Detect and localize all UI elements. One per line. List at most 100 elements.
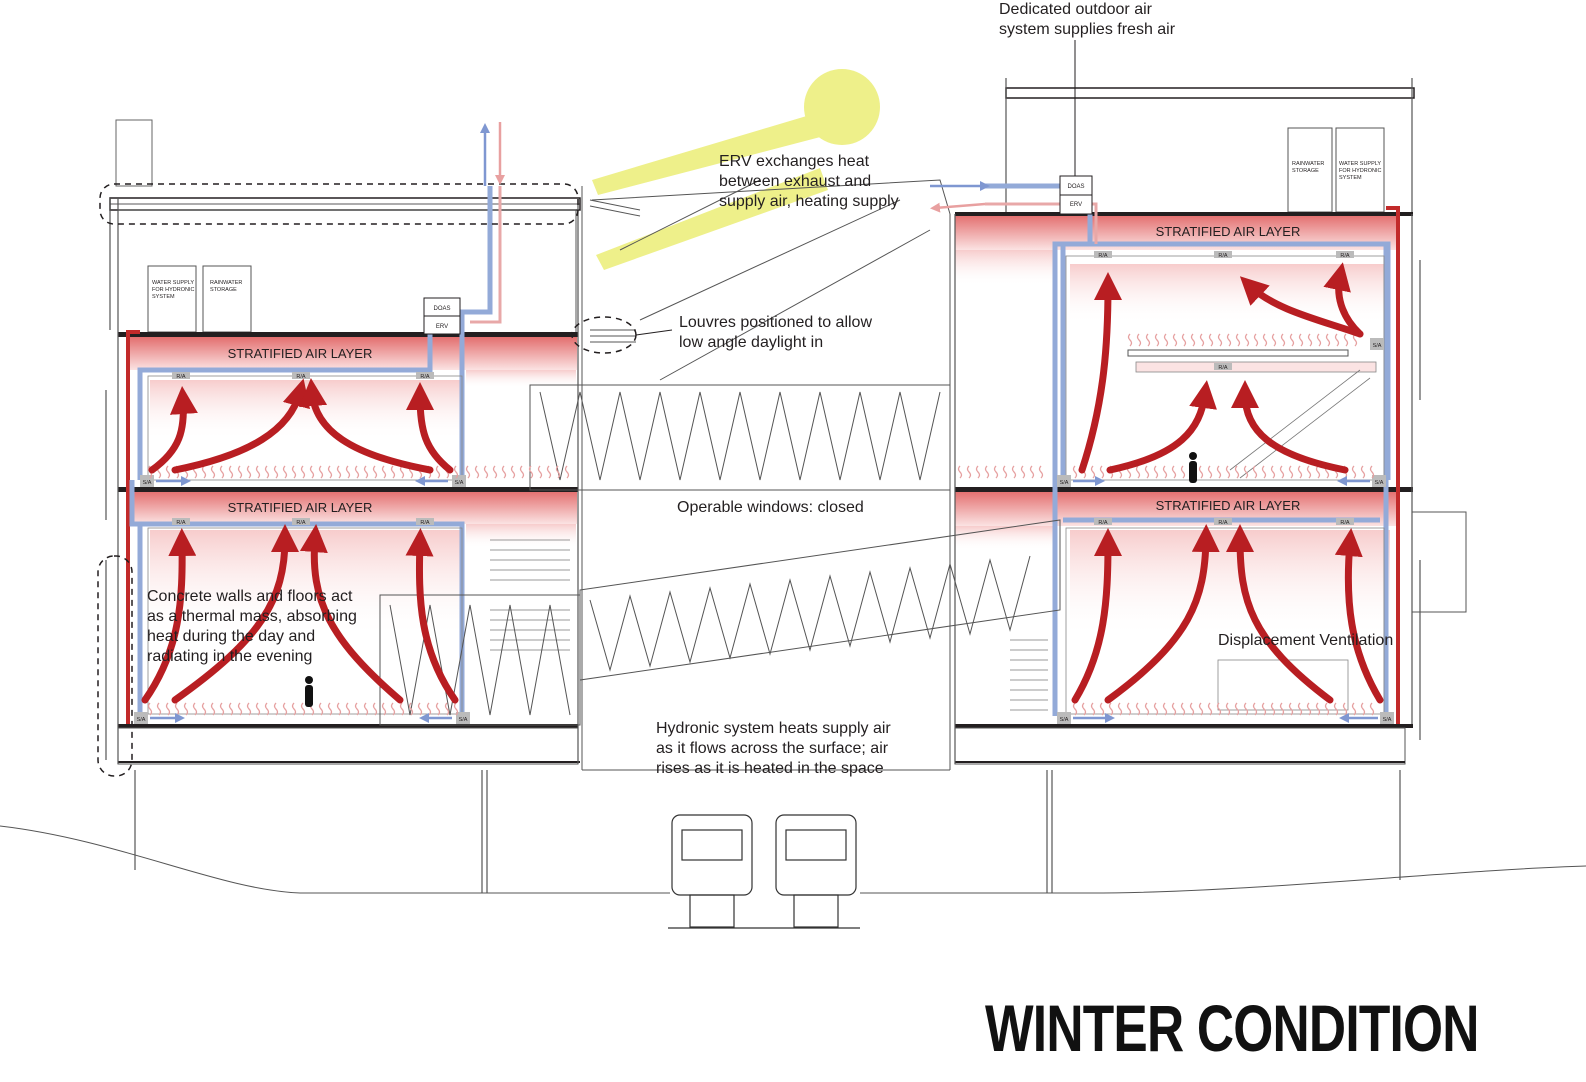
heat-wave [984, 465, 990, 479]
heat-wave [1360, 465, 1366, 479]
heat-wave [408, 702, 414, 716]
heat-wave [1360, 702, 1366, 716]
annotation-displacement: Displacement Ventilation [1218, 632, 1394, 649]
heat-wave [345, 465, 351, 479]
heat-wave [1298, 333, 1304, 347]
heat-wave [528, 465, 534, 479]
heat-wave [453, 702, 459, 716]
doas-box-label-left: DOAS [433, 306, 450, 312]
heat-wave [291, 465, 297, 479]
left-building [97, 119, 581, 777]
heat-wave [300, 702, 306, 716]
heat-wave [381, 465, 387, 479]
heat-wave [1090, 465, 1096, 479]
warm-air-arrows [141, 262, 1384, 704]
heat-wave [546, 465, 552, 479]
heat-wave [1369, 702, 1375, 716]
water-supply-label-left-1: WATER SUPPLY [152, 280, 194, 286]
heat-wave [1225, 702, 1231, 716]
heat-wave [219, 465, 225, 479]
trains [668, 814, 860, 929]
heat-wave [1369, 465, 1375, 479]
sa-label: S/A [1060, 717, 1069, 723]
heat-wave [1208, 333, 1214, 347]
heat-wave [246, 465, 252, 479]
heat-wave [273, 465, 279, 479]
water-supply-label-right-3: SYSTEM [1339, 175, 1362, 181]
stratified-label-right-upper: STRATIFIED AIR LAYER [1156, 224, 1301, 239]
heat-wave [1171, 702, 1177, 716]
heat-wave [345, 702, 351, 716]
heat-wave [1081, 702, 1087, 716]
heat-wave [1038, 465, 1044, 479]
heat-wave [1306, 465, 1312, 479]
sa-label: S/A [1383, 717, 1392, 723]
heat-wave [237, 465, 243, 479]
ra-label: R/A [296, 374, 306, 380]
heat-wave [1297, 702, 1303, 716]
heat-wave [255, 702, 261, 716]
heat-wave [1316, 333, 1322, 347]
sa-label: S/A [455, 480, 464, 486]
heat-wave [282, 465, 288, 479]
right-building [954, 78, 1467, 765]
heat-wave [327, 702, 333, 716]
exhaust-air-arrows [495, 122, 986, 213]
heat-wave [474, 465, 480, 479]
heat-wave [1261, 702, 1267, 716]
stratified-label-left-upper: STRATIFIED AIR LAYER [228, 346, 373, 361]
heat-wave [1162, 702, 1168, 716]
heat-wave [1306, 702, 1312, 716]
heat-wave [210, 465, 216, 479]
ra-grilles: R/A R/A R/A R/A R/A R/A R/A R/A R/A R/A … [172, 251, 1354, 526]
heat-wave [363, 702, 369, 716]
heat-wave [966, 465, 972, 479]
heat-wave [1072, 702, 1078, 716]
heat-wave [1333, 702, 1339, 716]
erv-box-label-left: ERV [436, 324, 448, 330]
heat-wave [1288, 465, 1294, 479]
heat-wave [147, 702, 153, 716]
heat-wave [1153, 702, 1159, 716]
heat-wave [1271, 333, 1277, 347]
rainwater-label-right-2: STORAGE [1292, 168, 1319, 174]
heat-wave [399, 702, 405, 716]
heat-wave [1234, 465, 1240, 479]
ra-label: R/A [420, 374, 430, 380]
water-supply-label-left-2: FOR HYDRONIC [152, 287, 195, 293]
heat-wave [1126, 702, 1132, 716]
heat-wave [1261, 465, 1267, 479]
heat-wave [363, 465, 369, 479]
sun [592, 69, 880, 270]
heat-wave [993, 465, 999, 479]
heat-wave [399, 465, 405, 479]
heat-wave [1216, 702, 1222, 716]
heat-wave [1207, 702, 1213, 716]
heat-wave [219, 702, 225, 716]
heat-wave [1343, 333, 1349, 347]
heat-wave [201, 702, 207, 716]
stratified-label-right-lower: STRATIFIED AIR LAYER [1156, 498, 1301, 513]
sa-label: S/A [1060, 480, 1069, 486]
rainwater-label-right-1: RAINWATER [1292, 161, 1324, 167]
heat-wave [1253, 333, 1259, 347]
heat-wave [327, 465, 333, 479]
annotation-erv: ERV exchanges heat between exhaust and s… [719, 153, 899, 210]
heat-wave [1324, 702, 1330, 716]
heat-wave [1162, 465, 1168, 479]
heat-wave [435, 465, 441, 479]
heat-wave [264, 702, 270, 716]
heat-wave [228, 702, 234, 716]
water-supply-label-right-2: FOR HYDRONIC [1339, 168, 1382, 174]
heat-wave [318, 702, 324, 716]
heat-wave [1171, 465, 1177, 479]
heat-wave [1315, 465, 1321, 479]
heat-wave [1011, 465, 1017, 479]
heat-wave [537, 465, 543, 479]
annotation-thermal-mass: Concrete walls and floors act as a therm… [147, 588, 357, 665]
heat-wave [1270, 465, 1276, 479]
heat-wave [1234, 702, 1240, 716]
heat-wave [1127, 333, 1133, 347]
rainwater-label-left-2: STORAGE [210, 287, 237, 293]
heat-wave [444, 702, 450, 716]
